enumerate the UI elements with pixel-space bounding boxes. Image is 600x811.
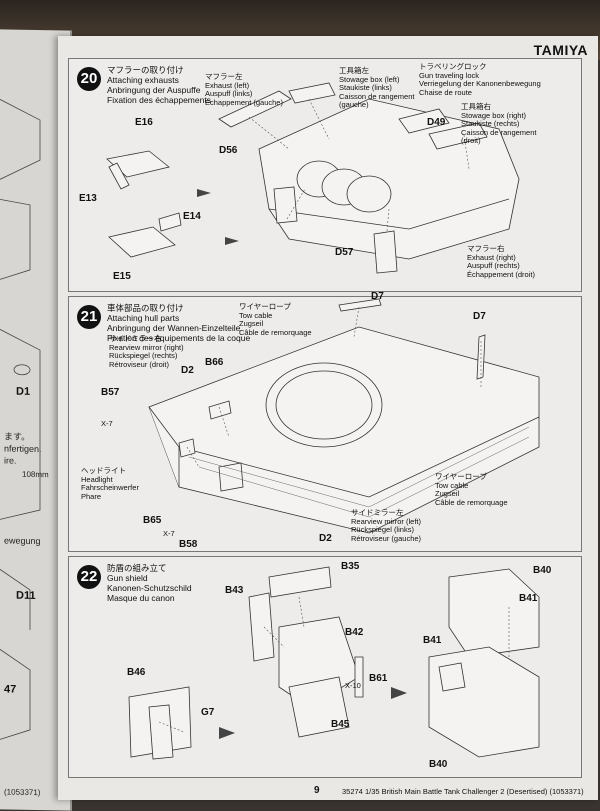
part-label: B41 xyxy=(519,593,538,604)
callout-stowage-box-right: 工具箱右 Stowage box (right) Staukiste (rech… xyxy=(461,102,537,145)
part-label: E13 xyxy=(79,193,97,204)
step-number: 22 xyxy=(77,565,101,589)
callout-stowage-box-left: 工具箱左 Stowage box (left) Staukiste (links… xyxy=(339,66,415,109)
instruction-page: TAMIYA 20 マフラーの取り付け Attaching exhausts A… xyxy=(58,36,598,800)
step-21-diagram xyxy=(148,298,540,534)
step-22-panel: 22 防盾の組み立て Gun shield Kanonen-Schutzschi… xyxy=(68,556,582,778)
part-label: B43 xyxy=(225,585,244,596)
part-label: B42 xyxy=(345,627,364,638)
part-label: E15 xyxy=(113,271,131,282)
callout-exhaust-right: マフラー右 Exhaust (right) Auspuff (rechts) É… xyxy=(467,244,535,279)
step-title-en: Gun shield xyxy=(107,573,148,583)
step-title-fr: Masque du canon xyxy=(107,593,175,603)
step-title-jp: マフラーの取り付け xyxy=(107,65,184,75)
part-label: B61 xyxy=(369,673,388,684)
step-title-jp: 車体部品の取り付け xyxy=(107,303,184,313)
callout-tow-cable-bottom: ワイヤーロープ Tow cable Zugseil Câble de remor… xyxy=(435,472,508,507)
page-number: 9 xyxy=(314,785,320,796)
step-number: 20 xyxy=(77,67,101,91)
page-footer-caption: 35274 1/35 British Main Battle Tank Chal… xyxy=(342,787,584,796)
part-label: D7 xyxy=(473,311,486,322)
part-label: B41 xyxy=(423,635,442,646)
step-21-panel: 21 車体部品の取り付け Attaching hull parts Anbrin… xyxy=(68,291,582,552)
callout-exhaust-left: マフラー左 Exhaust (left) Auspuff (links) Éch… xyxy=(205,72,283,107)
part-label: D49 xyxy=(427,117,446,128)
part-label: B35 xyxy=(341,561,360,572)
step-title-en: Attaching hull parts xyxy=(107,313,180,323)
callout-mirror-left: サイドミラー左 Rearview mirror (left) Rückspieg… xyxy=(351,508,422,543)
step-number: 21 xyxy=(77,305,101,329)
part-label: B58 xyxy=(179,539,198,550)
part-label: D57 xyxy=(335,247,354,258)
part-label: X-10 xyxy=(345,681,361,690)
previous-page-drawings xyxy=(0,99,41,740)
step-20-diagram xyxy=(106,82,520,274)
step-title-fr: Fixation des échappements xyxy=(107,95,211,105)
step-title: マフラーの取り付け Attaching exhausts Anbringung … xyxy=(107,65,211,105)
part-label: B40 xyxy=(429,759,448,770)
part-label: B57 xyxy=(101,387,120,398)
part-label: G7 xyxy=(201,707,215,718)
part-label: X-7 xyxy=(163,529,175,538)
step-title-jp: 防盾の組み立て xyxy=(107,563,167,573)
step-title-fr: Fixation des équipements de la coque xyxy=(107,333,251,343)
part-label: B45 xyxy=(331,719,350,730)
step-22-diagram xyxy=(128,566,540,760)
previous-page: ます。 nfertigen. ire. 108mm ewegung D1 D11… xyxy=(0,29,72,811)
part-label: E16 xyxy=(135,117,153,128)
part-label: B46 xyxy=(127,667,146,678)
callout-mirror-right: サイドミラー右 Rearview mirror (right) Rückspie… xyxy=(109,334,184,369)
part-label: D7 xyxy=(371,291,384,302)
part-label: X-7 xyxy=(101,419,113,428)
part-label: D56 xyxy=(219,145,238,156)
part-label: D2 xyxy=(319,533,332,544)
step-title-en: Attaching exhausts xyxy=(107,75,179,85)
step-title-de: Kanonen-Schutzschild xyxy=(107,583,192,593)
step-title-de: Anbringung der Auspuffe xyxy=(107,85,201,95)
step-title-de: Anbringung der Wannen-Einzelteile xyxy=(107,323,241,333)
part-label: B65 xyxy=(143,515,162,526)
step-title: 車体部品の取り付け Attaching hull parts Anbringun… xyxy=(107,303,250,343)
brand-logo: TAMIYA xyxy=(533,42,588,58)
part-label: D2 xyxy=(181,365,194,376)
part-label: B40 xyxy=(533,565,552,576)
part-label: E14 xyxy=(183,211,201,222)
callout-tow-cable-top: ワイヤーロープ Tow cable Zugseil Câble de remor… xyxy=(239,302,312,337)
part-label: B66 xyxy=(205,357,224,368)
callout-gun-traveling-lock: トラベリングロック Gun traveling lock Verriegelun… xyxy=(419,62,541,97)
callout-headlight: ヘッドライト Headlight Fahrscheinwerfer Phare xyxy=(81,466,139,501)
step-20-panel: 20 マフラーの取り付け Attaching exhausts Anbringu… xyxy=(68,58,582,292)
step-title: 防盾の組み立て Gun shield Kanonen-Schutzschild … xyxy=(107,563,192,603)
